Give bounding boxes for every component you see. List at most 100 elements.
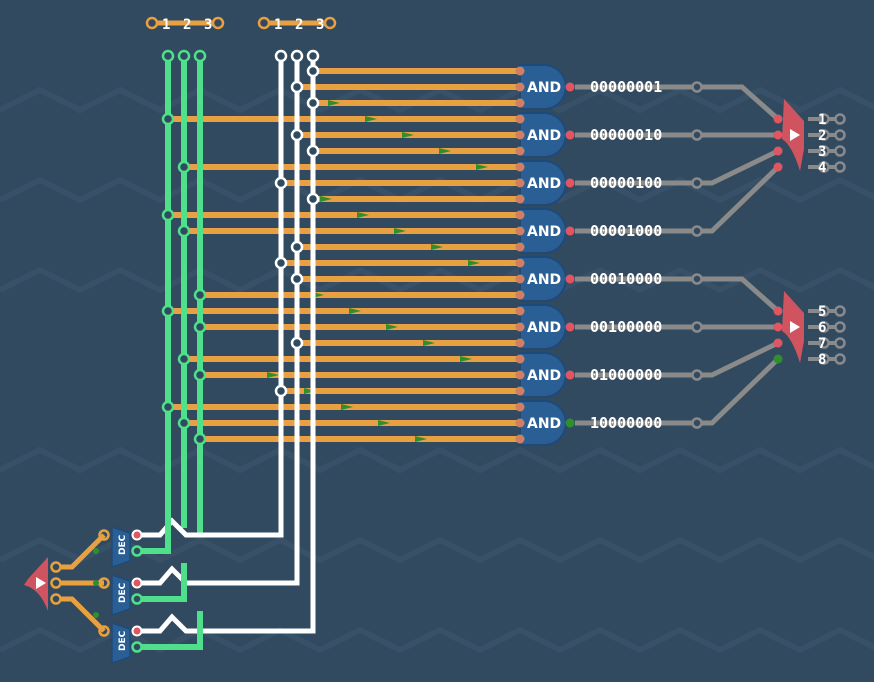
and-gate-label: AND	[527, 368, 561, 384]
gate-output-pin	[565, 370, 575, 380]
output-wire	[575, 276, 780, 313]
and-gate[interactable]: AND	[515, 208, 575, 254]
and-gate[interactable]: AND	[515, 352, 575, 398]
gate-input-pin	[515, 258, 525, 268]
signal-pulse	[415, 436, 427, 442]
gate-input-pin	[515, 386, 525, 396]
input-splitter-pin[interactable]	[50, 577, 62, 589]
decoder-body[interactable]	[111, 573, 131, 617]
connector-pin[interactable]	[211, 16, 225, 30]
connector-label: 1	[274, 17, 282, 33]
background-pattern	[0, 86, 874, 654]
decoder-label: DEC	[118, 534, 128, 555]
input-splitter-pin[interactable]	[50, 593, 62, 605]
decoder-body[interactable]	[111, 525, 131, 569]
gate-input-pin	[515, 162, 525, 172]
white-decoder-wire	[140, 360, 284, 538]
connector-label: 3	[204, 17, 212, 33]
binary-output-label: 01000000	[590, 366, 662, 384]
splitter-pin-label: 8	[818, 352, 826, 368]
splitter-output-pin[interactable]	[834, 337, 846, 349]
splitter-output-pin[interactable]	[834, 129, 846, 141]
splitter-output-pin[interactable]	[818, 353, 830, 365]
decoder[interactable]: DEC	[98, 621, 143, 665]
decoder-body[interactable]	[111, 621, 131, 665]
splitter-output-pin[interactable]	[818, 305, 830, 317]
and-gate[interactable]: AND	[515, 112, 575, 158]
splitter-output-pin[interactable]	[818, 161, 830, 173]
splitter-output-pin[interactable]	[834, 145, 846, 157]
column-top-pin[interactable]	[306, 49, 320, 63]
splitter-output-pin[interactable]	[818, 113, 830, 125]
gate-output-pin	[565, 418, 575, 428]
splitter-output-pin[interactable]	[818, 337, 830, 349]
input-splitter[interactable]	[24, 533, 106, 633]
and-gate[interactable]: AND	[515, 256, 575, 302]
and-gate-body[interactable]	[519, 256, 567, 302]
play-triangle-icon	[790, 129, 800, 141]
gate-output-pin	[565, 130, 575, 140]
and-gate[interactable]: AND	[515, 304, 575, 350]
splitter-output-pin[interactable]	[834, 305, 846, 317]
signal-pulse	[328, 100, 340, 106]
column-top-pin[interactable]	[193, 49, 207, 63]
and-gate-body[interactable]	[519, 304, 567, 350]
signal-pulse	[357, 212, 369, 218]
splitter-input-pin	[773, 130, 783, 140]
and-gate[interactable]: AND	[515, 160, 575, 206]
and-gate-body[interactable]	[519, 64, 567, 110]
splitter-pin-label: 1	[818, 112, 826, 128]
wire-junction	[177, 224, 191, 238]
signal-pulse	[341, 404, 353, 410]
gate-input-pin	[515, 322, 525, 332]
splitter-output-pin[interactable]	[834, 353, 846, 365]
wire-junction	[161, 112, 175, 126]
output-wires: 0000000100000010000001000000100000010000…	[575, 78, 780, 432]
splitter-output-pin[interactable]	[818, 129, 830, 141]
and-gate[interactable]: AND	[515, 64, 575, 110]
and-gate-body[interactable]	[519, 400, 567, 446]
column-top-pin[interactable]	[274, 49, 288, 63]
connector-pin[interactable]	[145, 16, 159, 30]
gate-input-pin	[515, 306, 525, 316]
connector-pin[interactable]	[257, 16, 271, 30]
column-top-pin[interactable]	[177, 49, 191, 63]
wire-junction	[193, 368, 207, 382]
wire-junction	[691, 129, 703, 141]
gate-input-pin	[515, 434, 525, 444]
and-gate-body[interactable]	[519, 160, 567, 206]
signal-pulse	[439, 148, 451, 154]
wire-junction	[161, 304, 175, 318]
binary-output-label: 00000001	[590, 78, 662, 96]
and-gate-body[interactable]	[519, 208, 567, 254]
green-decoder-wire	[140, 515, 171, 554]
and-gate-body[interactable]	[519, 352, 567, 398]
and-gate-label: AND	[527, 320, 561, 336]
splitter-output-pin[interactable]	[834, 321, 846, 333]
and-gate[interactable]: AND	[515, 400, 575, 446]
splitter-output-pin[interactable]	[834, 161, 846, 173]
input-splitter-pin[interactable]	[50, 561, 62, 573]
wire-junction	[691, 321, 703, 333]
gate-input-pin	[515, 98, 525, 108]
decoder-label: DEC	[118, 630, 128, 651]
connector-pin[interactable]	[323, 16, 337, 30]
and-gate-body[interactable]	[519, 112, 567, 158]
splitter-pin-label: 3	[818, 144, 826, 160]
splitter-output-pin[interactable]	[818, 321, 830, 333]
decoder-output-pin	[131, 529, 143, 541]
splitter-output-pin[interactable]	[834, 113, 846, 125]
wire-junction	[290, 240, 304, 254]
wire-junction	[193, 432, 207, 446]
decoder[interactable]: DEC	[98, 573, 143, 617]
column-top-pin[interactable]	[161, 49, 175, 63]
splitter-output-pin[interactable]	[818, 145, 830, 157]
column-top-pin[interactable]	[290, 49, 304, 63]
decoder-output-pin	[131, 577, 143, 589]
